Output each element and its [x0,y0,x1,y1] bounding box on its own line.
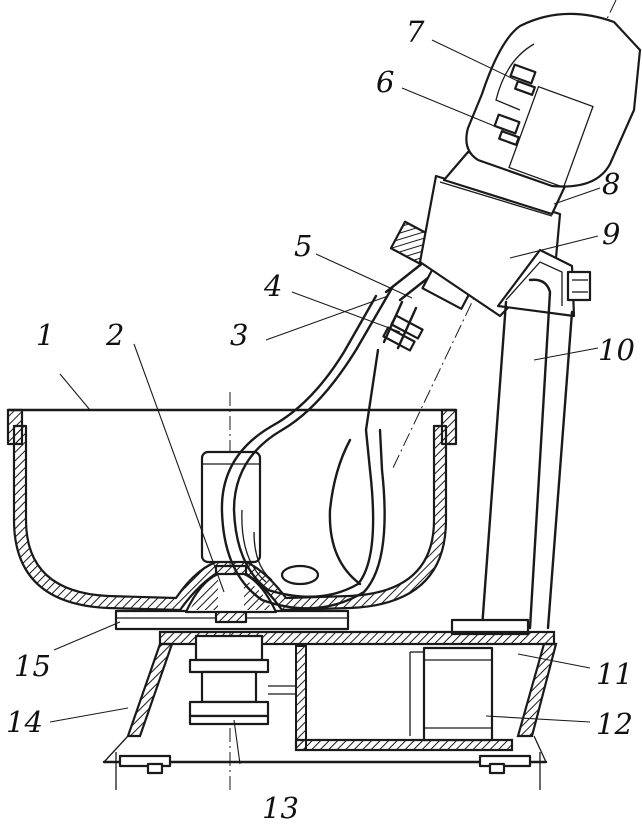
label-3: 3 [230,318,248,352]
bottom-drive [188,634,296,726]
label-13: 13 [262,791,299,825]
label-4: 4 [263,269,282,303]
kneading-hook [220,286,394,610]
label-6: 6 [376,65,394,99]
leader-lines [49,39,601,765]
label-10: 10 [598,333,635,367]
column [450,248,592,636]
drive-axis [391,0,617,471]
label-7: 7 [406,15,425,49]
label-11: 11 [596,657,633,691]
base-frame [102,630,558,790]
label-14: 14 [6,705,43,739]
label-12: 12 [596,707,633,741]
label-2: 2 [105,318,124,352]
label-9: 9 [602,217,620,251]
central-hub [184,450,278,624]
label-5: 5 [294,229,312,263]
label-8: 8 [602,167,620,201]
label-1: 1 [36,318,54,352]
label-15: 15 [14,649,51,683]
terminal-bolts [493,63,537,146]
